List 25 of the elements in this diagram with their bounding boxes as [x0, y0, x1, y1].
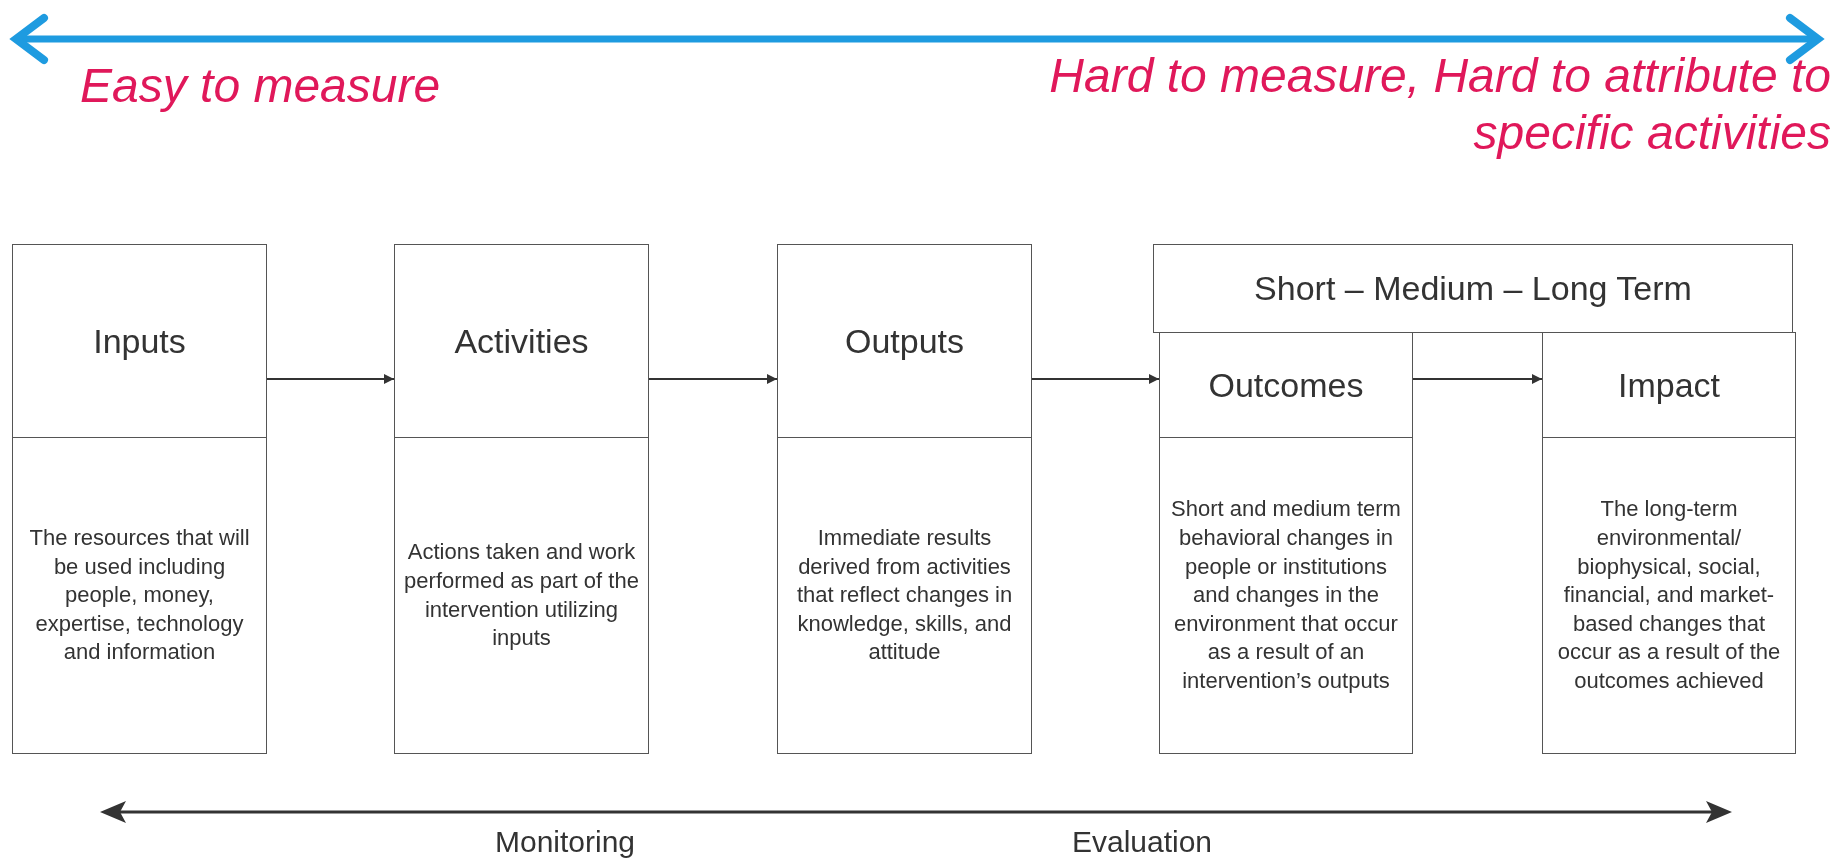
scale-label: Easy to measure	[80, 58, 441, 114]
scale-label: Hard to measure, Hard to attribute to specific activities	[1048, 48, 1831, 161]
box-heading: Short – Medium – Long Term	[1254, 269, 1692, 308]
box-heading: Inputs	[93, 321, 186, 361]
arrow	[1412, 374, 1543, 384]
process-box	[777, 244, 1032, 754]
box-description: The resources that will be used including people, money, expertise, technology and information	[28, 524, 251, 667]
axis-label: Monitoring	[493, 824, 637, 860]
box-heading: Activities	[454, 321, 589, 361]
arrow	[266, 374, 395, 384]
process-box	[1159, 332, 1413, 754]
box-description: Actions taken and work performed as part of the intervention utilizing inputs	[403, 538, 640, 653]
box-heading: Outputs	[844, 321, 965, 361]
process-box	[1542, 332, 1796, 754]
arrow	[1031, 374, 1160, 384]
axis-label: Evaluation	[1070, 824, 1214, 860]
process-box	[394, 244, 649, 754]
box-heading: Impact	[1617, 365, 1720, 405]
box-heading: Outcomes	[1208, 365, 1364, 405]
box-description: The long-term environmental/ biophysical, social, financial, and market-based changes that occur as a result of the outcomes achieved	[1556, 495, 1782, 695]
arrow	[648, 374, 778, 384]
term-box	[1153, 244, 1793, 333]
box-description: Short and medium term behavioral changes in people or institutions and changes in the environment that occur as a result of an intervention’s outputs	[1170, 495, 1402, 695]
process-box	[12, 244, 267, 754]
box-description: Immediate results derived from activities that reflect changes in knowledge, skills, and attitude	[795, 524, 1014, 667]
